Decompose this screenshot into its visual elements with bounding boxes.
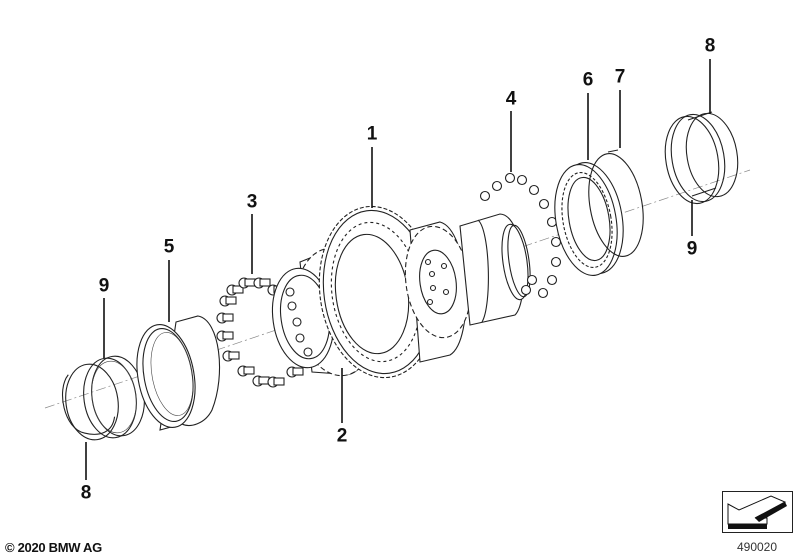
center-axis xyxy=(44,169,751,409)
callout-8-left[interactable]: 8 xyxy=(80,482,92,504)
arrow-down-left-icon xyxy=(727,495,787,529)
callout-9-left[interactable]: 9 xyxy=(98,275,110,297)
copyright-text: © 2020 BMW AG xyxy=(5,540,102,555)
reference-number: 490020 xyxy=(736,540,778,554)
callout-2[interactable]: 2 xyxy=(336,425,348,447)
part-8-snap-ring-left[interactable] xyxy=(59,361,123,443)
callout-6[interactable]: 6 xyxy=(582,69,594,91)
callout-7[interactable]: 7 xyxy=(614,66,626,88)
part-5-bearing-race[interactable] xyxy=(129,315,221,432)
part-8-ring-right[interactable] xyxy=(680,109,744,200)
part-3-bolts[interactable] xyxy=(216,277,304,388)
callout-1[interactable]: 1 xyxy=(366,123,378,145)
part-7-ring[interactable] xyxy=(581,149,650,260)
part-9-ring-right[interactable] xyxy=(659,110,731,208)
part-1-gear[interactable] xyxy=(309,199,534,385)
callout-4[interactable]: 4 xyxy=(505,88,517,110)
callout-3[interactable]: 3 xyxy=(246,191,258,213)
orientation-box xyxy=(722,491,793,533)
callout-8-right[interactable]: 8 xyxy=(704,35,716,57)
callout-9-right[interactable]: 9 xyxy=(686,238,698,260)
leader-lines xyxy=(85,59,711,480)
callout-5[interactable]: 5 xyxy=(163,236,175,258)
part-4-nuts[interactable] xyxy=(479,172,562,299)
